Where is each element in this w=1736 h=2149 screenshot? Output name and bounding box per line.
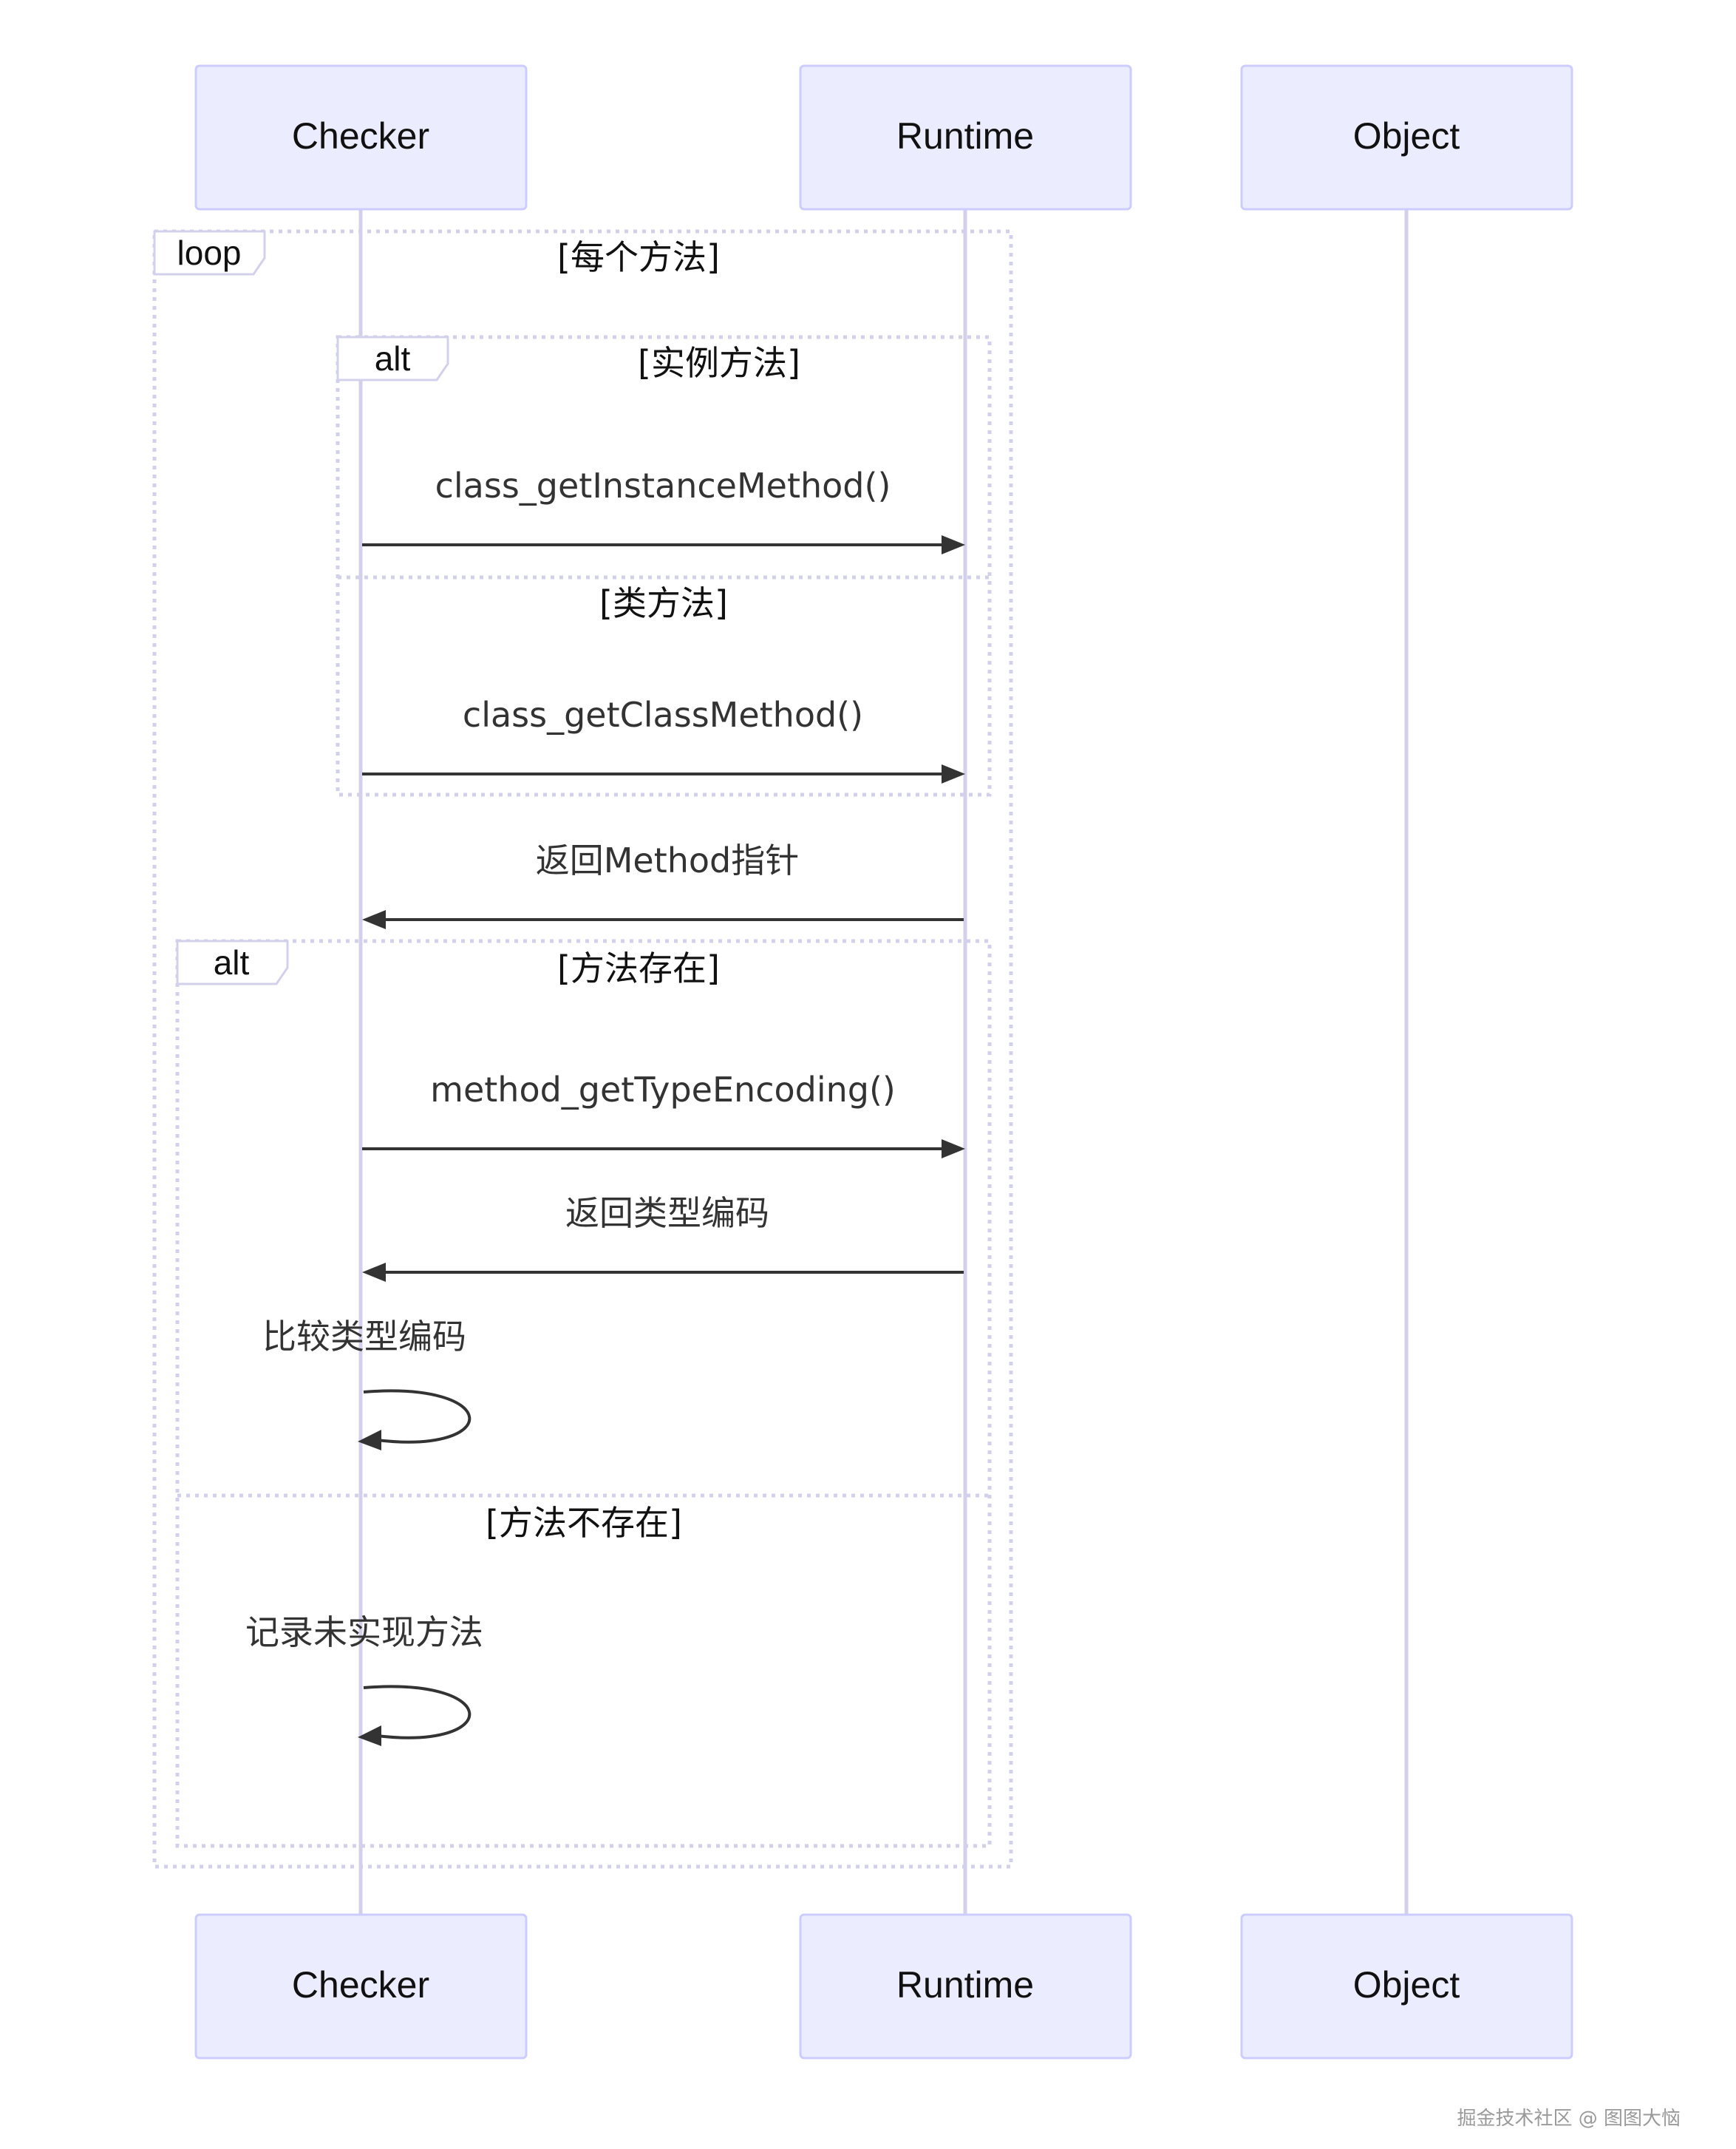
message-class-getclassmethod: class_getClassMethod()	[362, 695, 965, 784]
message-return-method-pointer: 返回Method指针	[362, 841, 964, 929]
actor-object-bottom-label: Object	[1353, 1964, 1460, 2006]
actor-object-bottom-box	[1240, 1913, 1573, 2060]
actor-object-top-box	[1240, 64, 1573, 211]
alt-frame-1-border	[336, 335, 992, 797]
message-class-getinstancemethod: class_getInstanceMethod()	[362, 466, 965, 554]
message-3-text: 返回Method指针	[536, 841, 800, 880]
message-7-arrowhead	[358, 1725, 381, 1746]
actor-checker-top-label: Checker	[292, 115, 429, 157]
actor-runtime-top-label: Runtime	[896, 115, 1034, 157]
actor-checker-bottom-box	[194, 1913, 528, 2060]
actor-checker-top-box	[194, 64, 528, 211]
message-record-unimplemented: 记录未实现方法	[245, 1612, 483, 1746]
actor-object-top-label: Object	[1353, 115, 1460, 157]
message-return-type-encoding: 返回类型编码	[362, 1193, 964, 1282]
message-6-text: 比较类型编码	[262, 1317, 466, 1357]
actor-object-top: Object	[1240, 64, 1573, 211]
alt-2-label-box	[176, 940, 289, 985]
message-6-loop	[363, 1389, 472, 1444]
alt-2-else-condition: [方法不存在]	[486, 1503, 682, 1543]
loop-label: loop	[177, 234, 242, 272]
loop-condition: [每个方法]	[557, 237, 720, 277]
actor-runtime-top: Runtime	[799, 64, 1132, 211]
loop-label-box	[153, 230, 266, 276]
watermark: 掘金技术社区 @ 图图大恼	[1457, 2108, 1681, 2130]
alt-2-condition: [方法存在]	[557, 948, 720, 988]
message-2-text: class_getClassMethod()	[463, 695, 863, 735]
loop-frame: loop [每个方法]	[152, 229, 1013, 1869]
message-3-arrowhead	[362, 910, 386, 929]
actor-checker-top: Checker	[194, 64, 528, 211]
message-4-text: method_getTypeEncoding()	[430, 1070, 896, 1110]
alt-frame-2: alt [方法存在] [方法不存在]	[175, 939, 992, 1848]
message-7-loop	[363, 1685, 472, 1739]
alt-1-label: alt	[375, 339, 411, 378]
actor-checker-bottom-label: Checker	[292, 1964, 429, 2006]
message-6-arrowhead	[358, 1430, 381, 1450]
actor-runtime-top-box	[799, 64, 1132, 211]
message-1-arrowhead	[942, 535, 965, 554]
alt-2-label: alt	[214, 943, 250, 982]
message-5-text: 返回类型编码	[565, 1193, 769, 1233]
message-5-arrowhead	[362, 1263, 386, 1282]
message-1-text: class_getInstanceMethod()	[435, 466, 891, 506]
actor-runtime-bottom-label: Runtime	[896, 1964, 1034, 2006]
message-2-arrowhead	[942, 764, 965, 784]
alt-1-condition: [实例方法]	[638, 343, 800, 383]
alt-frame-2-border	[175, 939, 992, 1848]
loop-frame-border	[152, 229, 1013, 1869]
alt-1-label-box	[336, 336, 449, 381]
alt-frame-1: alt [实例方法] [类方法]	[336, 335, 992, 797]
actor-runtime-bottom-box	[799, 1913, 1132, 2060]
message-compare-type-encoding: 比较类型编码	[262, 1317, 472, 1450]
actor-checker-bottom: Checker	[194, 1913, 528, 2060]
message-7-text: 记录未实现方法	[245, 1612, 483, 1652]
actor-runtime-bottom: Runtime	[799, 1913, 1132, 2060]
actor-object-bottom: Object	[1240, 1913, 1573, 2060]
alt-1-else-condition: [类方法]	[599, 583, 728, 623]
message-method-gettypeencoding: method_getTypeEncoding()	[362, 1070, 965, 1158]
message-4-arrowhead	[942, 1139, 965, 1158]
